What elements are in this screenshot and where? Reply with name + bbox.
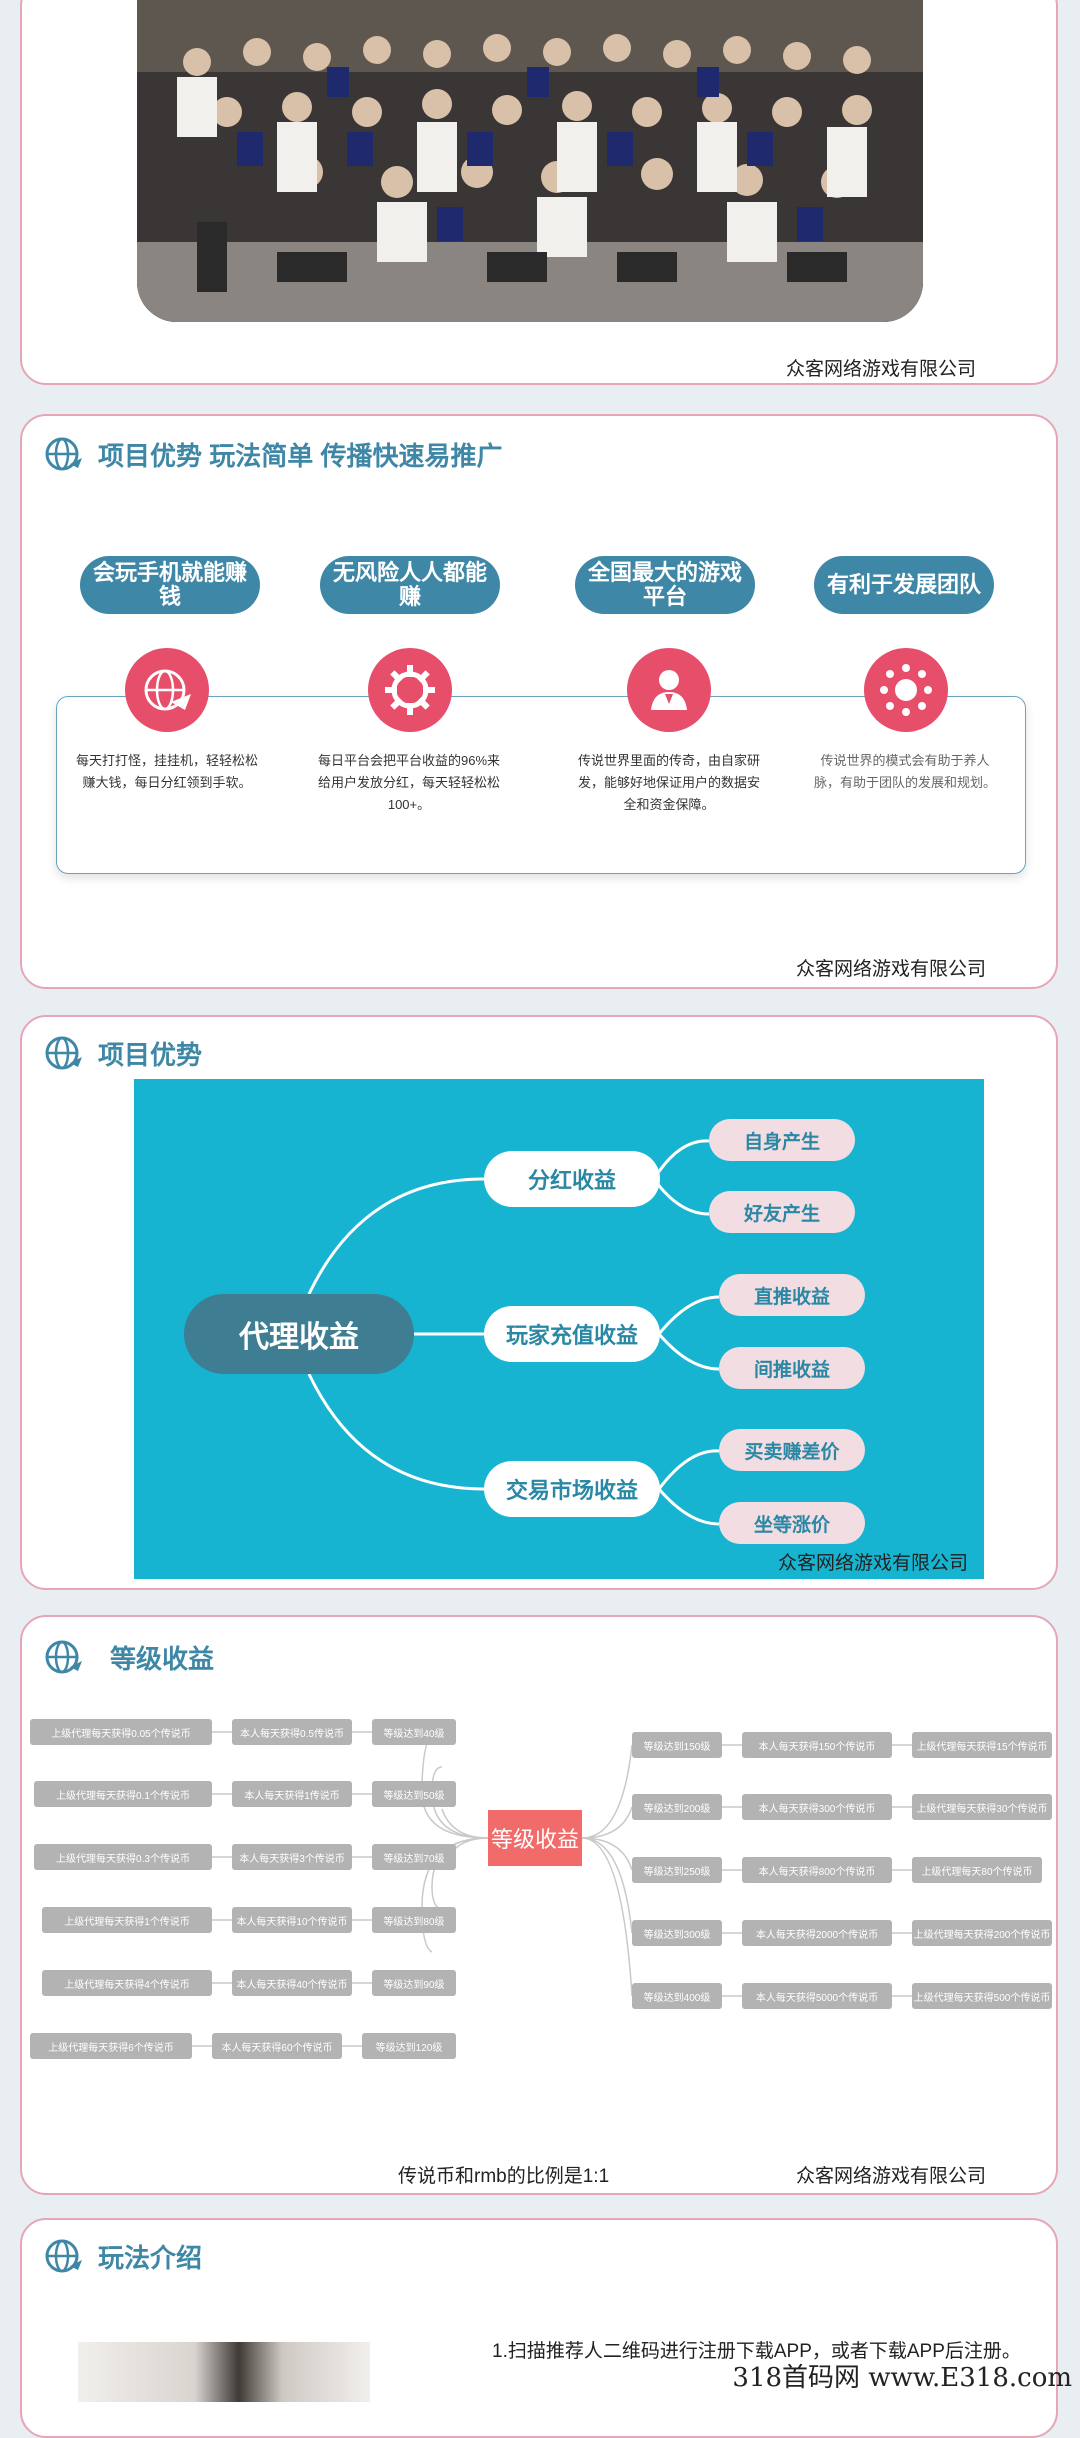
- gameplay-intro-card: 玩法介绍 1.扫描推荐人二维码进行注册下载APP，或者下载APP后注册。: [20, 2218, 1058, 2438]
- level-left-upper: 上级代理每天获得6个传说币: [30, 2033, 192, 2059]
- level-right-level: 等级达到300级: [632, 1920, 722, 1946]
- level-right-self: 本人每天获得2000个传说币: [742, 1920, 892, 1946]
- leaf-friends: 好友产生: [709, 1191, 855, 1233]
- globe-plane-icon: [45, 2239, 82, 2273]
- level-right-upper: 上级代理每天80个传说币: [912, 1857, 1042, 1883]
- advantage-text-2: 每日平台会把平台收益的96%来给用户发放分红，每天轻轻松松100+。: [317, 753, 501, 812]
- pill-largest-platform: 全国最大的游戏平台: [575, 556, 755, 614]
- level-right-self: 本人每天获得300个传说币: [742, 1794, 892, 1820]
- level-left-self: 本人每天获得0.5传说币: [232, 1719, 352, 1745]
- site-watermark: 318首码网 www.E318.com: [732, 2363, 1072, 2393]
- level-left-upper: 上级代理每天获得0.1个传说币: [34, 1781, 212, 1807]
- level-left-level: 等级达到90级: [372, 1970, 456, 1996]
- currency-ratio-note: 传说币和rmb的比例是1:1: [398, 2166, 610, 2187]
- pill-earn-by-phone: 会玩手机就能赚钱: [80, 556, 260, 614]
- section-header: 玩法介绍: [44, 2236, 202, 2276]
- company-name: 众客网络游戏有限公司: [777, 1553, 968, 1574]
- leaf-indirect: 间推收益: [719, 1347, 865, 1389]
- node-dividend-income: 分红收益: [484, 1151, 660, 1207]
- level-left-self: 本人每天获得60个传说币: [212, 2033, 342, 2059]
- photo-card: 众客网络游戏有限公司: [20, 0, 1058, 385]
- globe-plane-icon: [45, 437, 82, 471]
- leaf-direct: 直推收益: [719, 1274, 865, 1316]
- company-name: 众客网络游戏有限公司: [795, 2166, 986, 2187]
- advantage-card-1: 项目优势 玩法简单 传播快速易推广 会玩手机就能赚钱 无风险人人都能赚 全国最大…: [20, 414, 1058, 989]
- section-title: 项目优势: [98, 1039, 203, 1070]
- level-left-level: 等级达到50级: [372, 1781, 456, 1807]
- level-center-node: 等级收益: [488, 1810, 582, 1866]
- gear-icon: [368, 648, 452, 732]
- advantage-text-3: 传说世界里面的传奇，由自家研发，能够好地保证用户的数据安全和资金保障。: [577, 753, 760, 812]
- level-left-level: 等级达到120级: [362, 2033, 456, 2059]
- pill-team-growth: 有利于发展团队: [814, 556, 994, 614]
- node-market-income: 交易市场收益: [484, 1461, 660, 1517]
- level-left-level: 等级达到70级: [372, 1844, 456, 1870]
- section-title: 玩法介绍: [98, 2242, 203, 2273]
- level-left-upper: 上级代理每天获得4个传说币: [42, 1970, 212, 1996]
- section-header: 等级收益: [44, 1637, 214, 1677]
- advantage-text-4: 传说世界的模式会有助于养人脉，有助于团队的发展和规划。: [813, 753, 996, 790]
- level-left-upper: 上级代理每天获得0.05个传说币: [30, 1719, 212, 1745]
- level-right-level: 等级达到200级: [632, 1794, 722, 1820]
- plane-globe-icon: [125, 648, 209, 732]
- level-left-upper: 上级代理每天获得1个传说币: [42, 1907, 212, 1933]
- level-right-self: 本人每天获得800个传说币: [742, 1857, 892, 1883]
- level-left-level: 等级达到80级: [372, 1907, 456, 1933]
- group-photo: [137, 0, 923, 322]
- section-title: 项目优势 玩法简单 传播快速易推广: [98, 440, 503, 471]
- level-left-self: 本人每天获得3个传说币: [232, 1844, 352, 1870]
- intro-photo: [78, 2342, 370, 2402]
- level-left-self: 本人每天获得1传说币: [232, 1781, 352, 1807]
- section-header: 项目优势: [44, 1033, 202, 1073]
- level-right-upper: 上级代理每天获得500个传说币: [912, 1983, 1052, 2009]
- level-right-self: 本人每天获得150个传说币: [742, 1732, 892, 1758]
- leaf-self: 自身产生: [709, 1119, 855, 1161]
- income-mind-map: 代理收益 分红收益 玩家充值收益 交易市场收益 自身产生 好友产生 直推收益 间…: [134, 1079, 984, 1579]
- level-right-upper: 上级代理每天获得30个传说币: [912, 1794, 1052, 1820]
- globe-plane-icon: [45, 1640, 82, 1674]
- sun-dots-icon: [864, 648, 948, 732]
- section-title: 等级收益: [110, 1643, 215, 1674]
- pill-no-risk: 无风险人人都能赚: [320, 556, 500, 614]
- level-income-card: 等级收益 等级收益 上级代理每天获: [20, 1615, 1058, 2195]
- company-name: 众客网络游戏有限公司: [785, 359, 976, 380]
- node-agent-income: 代理收益: [184, 1294, 414, 1374]
- level-right-upper: 上级代理每天获得15个传说币: [912, 1732, 1052, 1758]
- level-left-upper: 上级代理每天获得0.3个传说币: [34, 1844, 212, 1870]
- level-left-self: 本人每天获得40个传说币: [232, 1970, 352, 1996]
- leaf-trade-spread: 买卖赚差价: [719, 1429, 865, 1471]
- node-recharge-income: 玩家充值收益: [484, 1306, 660, 1362]
- level-left-level: 等级达到40级: [372, 1719, 456, 1745]
- intro-step-1: 1.扫描推荐人二维码进行注册下载APP，或者下载APP后注册。: [492, 2341, 1021, 2362]
- advantage-text-1: 每天打打怪，挂挂机，轻轻松松赚大钱，每日分红领到手软。: [75, 753, 258, 790]
- level-right-level: 等级达到400级: [632, 1983, 722, 2009]
- level-right-level: 等级达到250级: [632, 1857, 722, 1883]
- level-right-self: 本人每天获得5000个传说币: [742, 1983, 892, 2009]
- user-icon: [627, 648, 711, 732]
- company-name: 众客网络游戏有限公司: [795, 959, 986, 980]
- leaf-wait-rise: 坐等涨价: [719, 1502, 865, 1544]
- level-tree-connectors: [192, 1726, 912, 2047]
- advantage-box: [56, 696, 1026, 874]
- level-right-level: 等级达到150级: [632, 1732, 722, 1758]
- level-right-upper: 上级代理每天获得200个传说币: [912, 1920, 1052, 1946]
- globe-plane-icon: [45, 1036, 82, 1070]
- advantage-card-2: 项目优势 代理收益 分红收益 玩家充值收益 交易市场收益 自身产生 好友产生 直…: [20, 1015, 1058, 1590]
- section-header: 项目优势 玩法简单 传播快速易推广: [44, 434, 502, 474]
- level-left-self: 本人每天获得10个传说币: [232, 1907, 352, 1933]
